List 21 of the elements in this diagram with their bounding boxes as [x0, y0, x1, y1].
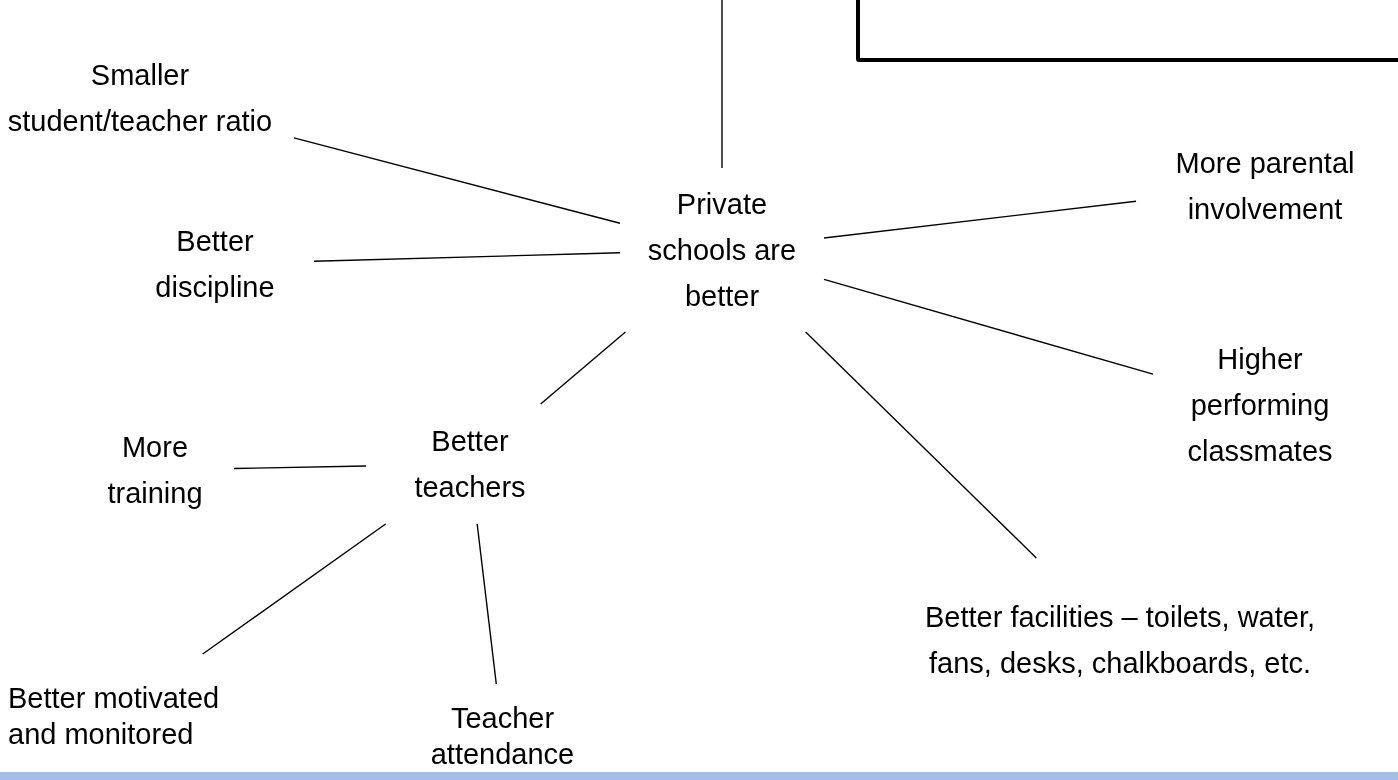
concept-label: Private schools are better — [632, 180, 812, 320]
concept-label: Teacher attendance — [410, 700, 595, 772]
connector-line — [539, 331, 627, 405]
concept-label: Better facilities – toilets, water, fans, desks, chalkboards, etc. — [905, 570, 1335, 710]
concept-label: Better teachers — [380, 418, 560, 510]
concept-label: Better motivated and monitored — [8, 662, 223, 770]
connector-line — [476, 523, 497, 685]
connector-line — [823, 200, 1137, 239]
connector-line — [202, 523, 387, 655]
connector-line — [804, 331, 1037, 559]
concept-label: Better discipline — [130, 218, 300, 310]
empty-box — [856, 0, 1398, 62]
connector-line — [313, 252, 621, 262]
connector-line — [721, 0, 723, 169]
connector-line — [293, 137, 621, 224]
concept-label: Higher performing classmates — [1165, 335, 1355, 475]
concept-label: More parental involvement — [1150, 140, 1380, 232]
concept-label: More training — [90, 422, 220, 518]
connector-line — [233, 465, 367, 470]
connector-line — [823, 278, 1154, 375]
concept-label: Smaller student/teacher ratio — [0, 50, 290, 145]
